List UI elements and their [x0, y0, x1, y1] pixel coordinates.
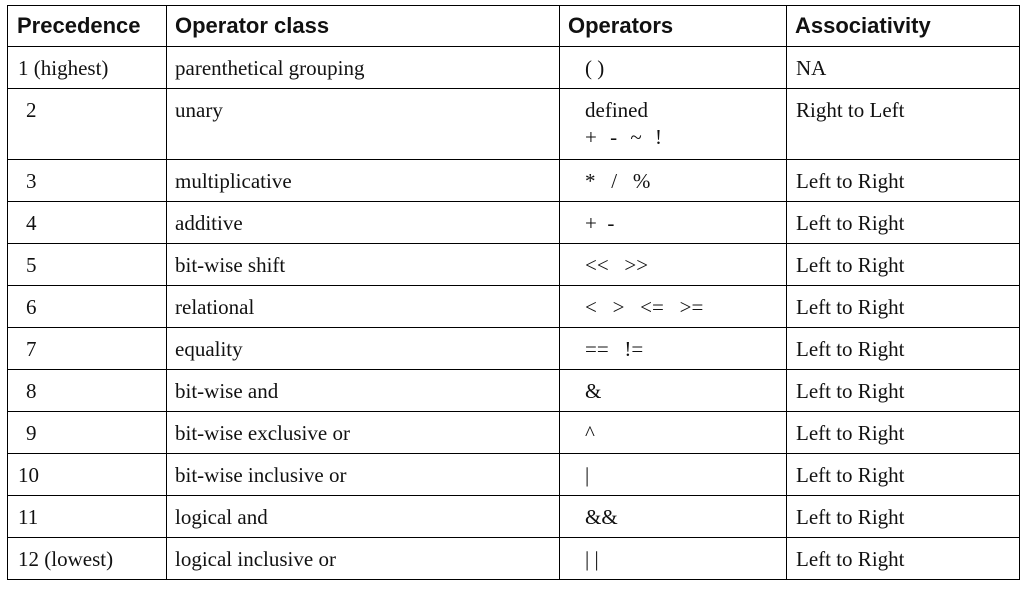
cell-precedence: 4: [7, 201, 167, 244]
operator-text: ^: [585, 421, 595, 445]
header-operators: Operators: [559, 5, 787, 47]
precedence-table-container: Precedence Operator class Operators Asso…: [7, 5, 1020, 580]
cell-associativity: Left to Right: [786, 411, 1020, 454]
table-row: 1 (highest) parenthetical grouping ( ) N…: [7, 46, 1020, 89]
cell-precedence: 12 (lowest): [7, 537, 167, 580]
cell-operator-class: unary: [166, 88, 560, 160]
operator-text: + - ~ !: [585, 125, 666, 149]
operator-text: * / %: [585, 169, 651, 193]
cell-precedence: 7: [7, 327, 167, 370]
cell-operators: | |: [559, 537, 787, 580]
cell-operators: + -: [559, 201, 787, 244]
cell-operators: &&: [559, 495, 787, 538]
operator-text: defined: [585, 98, 648, 122]
operator-precedence-table: Precedence Operator class Operators Asso…: [7, 5, 1020, 580]
cell-operator-class: multiplicative: [166, 159, 560, 202]
cell-precedence: 5: [7, 243, 167, 286]
table-header-row: Precedence Operator class Operators Asso…: [7, 5, 1020, 47]
cell-associativity: Right to Left: [786, 88, 1020, 160]
operator-text: ( ): [585, 56, 605, 80]
cell-operators: * / %: [559, 159, 787, 202]
operator-text: &: [585, 379, 602, 403]
table-row: 2 unary defined + - ~ ! Right to Left: [7, 88, 1020, 160]
cell-operators: defined + - ~ !: [559, 88, 787, 160]
cell-operator-class: bit-wise and: [166, 369, 560, 412]
cell-associativity: Left to Right: [786, 495, 1020, 538]
table-row: 3 multiplicative * / % Left to Right: [7, 159, 1020, 202]
cell-operators: == !=: [559, 327, 787, 370]
cell-associativity: Left to Right: [786, 453, 1020, 496]
header-precedence: Precedence: [7, 5, 167, 47]
header-associativity: Associativity: [786, 5, 1020, 47]
cell-operator-class: equality: [166, 327, 560, 370]
cell-associativity: Left to Right: [786, 537, 1020, 580]
operator-text: < > <= >=: [585, 295, 704, 319]
cell-associativity: Left to Right: [786, 159, 1020, 202]
cell-precedence: 8: [7, 369, 167, 412]
cell-precedence: 11: [7, 495, 167, 538]
operator-text: << >>: [585, 253, 649, 277]
operator-text: == !=: [585, 337, 644, 361]
cell-operators: |: [559, 453, 787, 496]
operator-text: &&: [585, 505, 618, 529]
cell-operators: &: [559, 369, 787, 412]
cell-associativity: Left to Right: [786, 285, 1020, 328]
table-row: 6 relational < > <= >= Left to Right: [7, 285, 1020, 328]
header-operator-class: Operator class: [166, 5, 560, 47]
cell-precedence: 3: [7, 159, 167, 202]
cell-operator-class: bit-wise inclusive or: [166, 453, 560, 496]
cell-operator-class: logical and: [166, 495, 560, 538]
operator-text: + -: [585, 211, 615, 235]
cell-associativity: Left to Right: [786, 369, 1020, 412]
table-row: 12 (lowest) logical inclusive or | | Lef…: [7, 537, 1020, 580]
cell-associativity: Left to Right: [786, 327, 1020, 370]
cell-precedence: 10: [7, 453, 167, 496]
operator-text: |: [585, 463, 590, 487]
table-row: 8 bit-wise and & Left to Right: [7, 369, 1020, 412]
table-row: 4 additive + - Left to Right: [7, 201, 1020, 244]
cell-operator-class: relational: [166, 285, 560, 328]
cell-operators: ^: [559, 411, 787, 454]
table-row: 5 bit-wise shift << >> Left to Right: [7, 243, 1020, 286]
cell-precedence: 9: [7, 411, 167, 454]
table-row: 11 logical and && Left to Right: [7, 495, 1020, 538]
cell-operator-class: parenthetical grouping: [166, 46, 560, 89]
cell-associativity: NA: [786, 46, 1020, 89]
cell-precedence: 1 (highest): [7, 46, 167, 89]
cell-operators: << >>: [559, 243, 787, 286]
table-row: 9 bit-wise exclusive or ^ Left to Right: [7, 411, 1020, 454]
cell-operator-class: additive: [166, 201, 560, 244]
cell-precedence: 2: [7, 88, 167, 160]
cell-operators: < > <= >=: [559, 285, 787, 328]
operator-text: | |: [585, 547, 599, 571]
cell-operators: ( ): [559, 46, 787, 89]
cell-precedence: 6: [7, 285, 167, 328]
table-row: 7 equality == != Left to Right: [7, 327, 1020, 370]
cell-associativity: Left to Right: [786, 201, 1020, 244]
cell-operator-class: bit-wise shift: [166, 243, 560, 286]
cell-operator-class: logical inclusive or: [166, 537, 560, 580]
table-row: 10 bit-wise inclusive or | Left to Right: [7, 453, 1020, 496]
cell-associativity: Left to Right: [786, 243, 1020, 286]
cell-operator-class: bit-wise exclusive or: [166, 411, 560, 454]
